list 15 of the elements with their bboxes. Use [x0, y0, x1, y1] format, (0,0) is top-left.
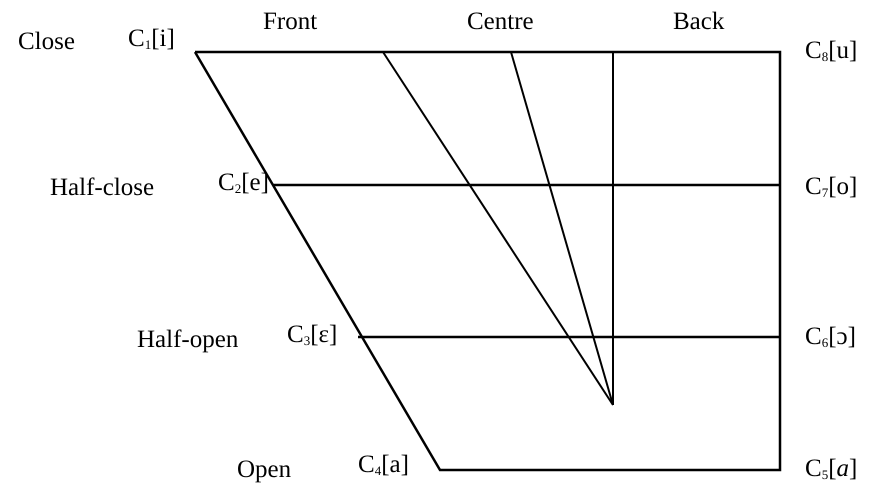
vowel-symbol: C$_{2}$[e] [218, 169, 269, 198]
vowel-symbol: C$_{8}$[u] [805, 37, 858, 66]
column-heading: Back [673, 8, 724, 36]
vowel-symbol: C$_{1}$[i] [128, 25, 175, 54]
row-label: Close [18, 28, 75, 56]
vowel-symbol: C$_{7}$[o] [805, 173, 858, 202]
vowel-symbol: C$_{6}$[ɔ] [805, 323, 856, 352]
row-label: Half-open [137, 326, 238, 354]
column-heading: Front [263, 8, 318, 36]
vowel-symbol: C$_{5}$[a] [805, 455, 858, 484]
vowel-symbol: C$_{4}$[a] [358, 451, 409, 480]
row-label: Open [237, 456, 292, 484]
vowel-symbol: C$_{3}$[ɛ] [287, 321, 338, 350]
row-label: Half-close [50, 174, 154, 202]
column-heading: Centre [467, 8, 534, 36]
